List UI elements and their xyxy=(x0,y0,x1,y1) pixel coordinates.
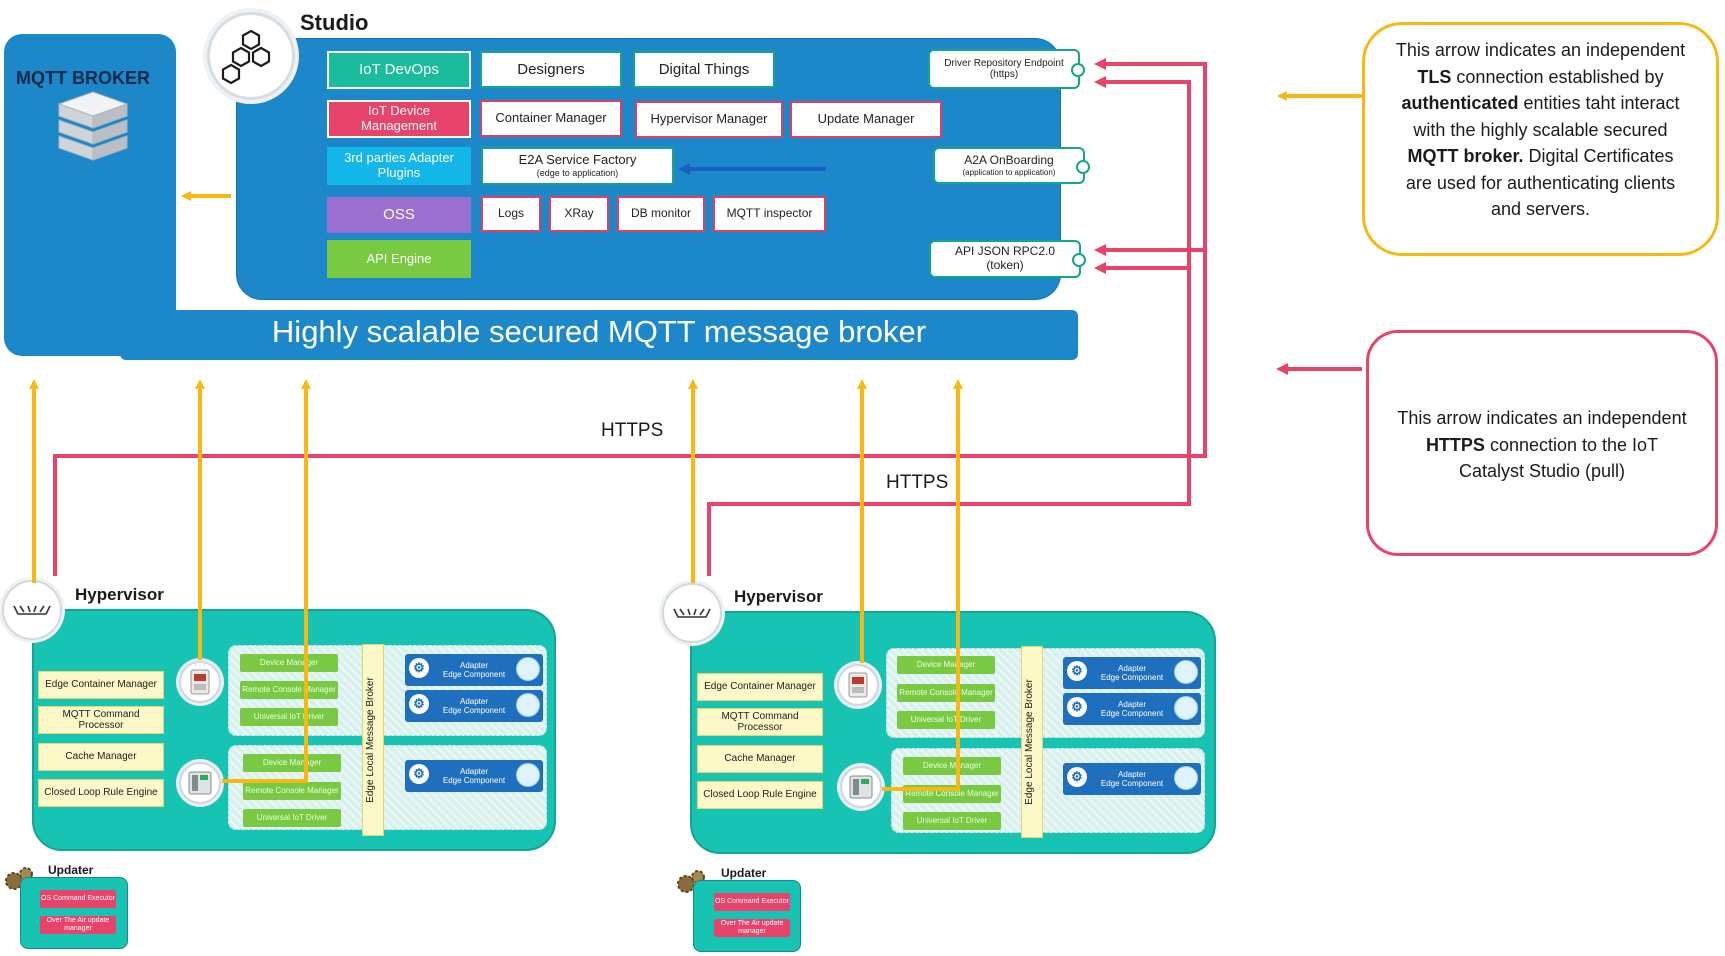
ota-update-manager[interactable]: Over The Air update manager xyxy=(40,916,116,934)
edge-local-message-broker-label: Edge Local Message Broker xyxy=(365,677,376,803)
e2a-subtitle: (edge to application) xyxy=(536,168,619,179)
mqtt-inspector-module[interactable]: MQTT inspector xyxy=(713,196,826,232)
https-legend-box: This arrow indicates an independent HTTP… xyxy=(1366,330,1718,556)
edge-local-message-broker[interactable] xyxy=(1021,646,1043,838)
device-manager[interactable]: Device Manager xyxy=(240,654,338,672)
closed-loop-rule-engine[interactable]: Closed Loop Rule Engine xyxy=(697,781,823,809)
universal-iot-driver[interactable]: Universal IoT Driver xyxy=(243,809,341,827)
universal-iot-driver[interactable]: Universal IoT Driver xyxy=(240,708,338,726)
universal-iot-driver[interactable]: Universal IoT Driver xyxy=(903,812,1001,830)
https-label: HTTPS xyxy=(601,420,664,441)
cog-icon: ⚙ xyxy=(1067,661,1087,681)
driver-repo-sub: (https) xyxy=(989,69,1019,80)
updater-panel xyxy=(20,877,128,949)
driver-repo-title: Driver Repository Endpoint xyxy=(944,57,1064,69)
container-manager-module[interactable]: Container Manager xyxy=(480,100,622,137)
api-json-sub: (token) xyxy=(986,258,1024,272)
remote-console-manager[interactable]: Remote Console Manager xyxy=(240,681,338,699)
a2a-title: A2A OnBoarding xyxy=(964,153,1054,167)
mqtt-command-processor[interactable]: MQTT Command Processor xyxy=(38,706,164,734)
driver-repository-endpoint[interactable]: Driver Repository Endpoint (https) xyxy=(928,49,1085,89)
remote-console-manager[interactable]: Remote Console Manager xyxy=(897,684,995,702)
cog-icon: ⚙ xyxy=(409,694,429,714)
studio-logo-icon xyxy=(207,12,295,100)
mqtt-broker-title: MQTT BROKER xyxy=(16,68,150,88)
closed-loop-rule-engine[interactable]: Closed Loop Rule Engine xyxy=(38,779,164,807)
cloud-icon xyxy=(1174,660,1198,684)
edge-container-manager[interactable]: Edge Container Manager xyxy=(697,673,823,701)
iot-devops-module[interactable]: IoT DevOps xyxy=(327,51,471,89)
api-json-rpc-endpoint[interactable]: API JSON RPC2.0 (token) xyxy=(929,240,1086,278)
connector-dot-icon xyxy=(1071,63,1085,77)
device-manager[interactable]: Device Manager xyxy=(903,757,1001,775)
cog-icon: ⚙ xyxy=(409,764,429,784)
studio-title: Studio xyxy=(300,10,369,35)
ota-update-manager[interactable]: Over The Air update manager xyxy=(714,919,790,937)
oss-module[interactable]: OSS xyxy=(327,197,471,233)
cog-icon: ⚙ xyxy=(409,658,429,678)
digital-things-module[interactable]: Digital Things xyxy=(633,51,775,88)
device-manager[interactable]: Device Manager xyxy=(243,754,341,772)
api-engine-module[interactable]: API Engine xyxy=(327,240,471,278)
hypervisor-title: Hypervisor xyxy=(734,587,823,606)
device-manager[interactable]: Device Manager xyxy=(897,656,995,674)
tls-legend-box: This arrow indicates an independent TLS … xyxy=(1362,22,1719,256)
a2a-onboarding-endpoint[interactable]: A2A OnBoarding (application to applicati… xyxy=(933,147,1090,184)
cache-manager[interactable]: Cache Manager xyxy=(697,745,823,773)
cloud-icon xyxy=(1174,766,1198,790)
updater-title: Updater xyxy=(48,863,94,877)
device-plc-icon xyxy=(179,762,221,804)
remote-console-manager[interactable]: Remote Console Manager xyxy=(903,785,1001,803)
hypervisor-title: Hypervisor xyxy=(75,585,164,604)
universal-iot-driver[interactable]: Universal IoT Driver xyxy=(897,711,995,729)
edge-local-message-broker-label: Edge Local Message Broker xyxy=(1024,679,1035,805)
update-manager-module[interactable]: Update Manager xyxy=(790,101,942,138)
e2a-service-factory-module[interactable]: E2A Service Factory (edge to application… xyxy=(481,147,674,185)
hypervisor-logo-icon xyxy=(662,583,722,643)
device-meter-icon xyxy=(179,661,221,703)
cloud-icon xyxy=(516,657,540,681)
connector-dot-icon xyxy=(1072,253,1086,267)
os-command-executor[interactable]: OS Command Executor xyxy=(714,893,790,911)
iot-device-management-module[interactable]: IoT Device Management xyxy=(327,100,471,138)
hypervisor-logo-icon xyxy=(2,580,62,640)
broker-banner-text: Highly scalable secured MQTT message bro… xyxy=(271,314,927,349)
db-monitor-module[interactable]: DB monitor xyxy=(617,196,705,232)
hypervisor-manager-module[interactable]: Hypervisor Manager xyxy=(635,101,783,138)
e2a-title: E2A Service Factory xyxy=(518,152,637,168)
updater-title: Updater xyxy=(721,866,767,880)
updater-panel xyxy=(693,880,801,952)
cloud-icon xyxy=(516,693,540,717)
os-command-executor[interactable]: OS Command Executor xyxy=(40,890,116,908)
device-meter-icon xyxy=(837,664,879,706)
cloud-icon xyxy=(516,763,540,787)
connector-dot-icon xyxy=(1076,159,1090,174)
mqtt-command-processor[interactable]: MQTT Command Processor xyxy=(697,708,823,736)
cog-icon: ⚙ xyxy=(1067,767,1087,787)
https-label: HTTPS xyxy=(886,472,949,493)
api-json-title: API JSON RPC2.0 xyxy=(954,244,1056,259)
cog-icon: ⚙ xyxy=(1067,697,1087,717)
xray-module[interactable]: XRay xyxy=(549,196,609,232)
adapter-plugins-module[interactable]: 3rd parties Adapter Plugins xyxy=(327,147,471,185)
designers-module[interactable]: Designers xyxy=(480,51,622,88)
logs-module[interactable]: Logs xyxy=(481,196,541,232)
device-plc-icon xyxy=(840,766,882,808)
server-icon xyxy=(57,91,129,161)
edge-container-manager[interactable]: Edge Container Manager xyxy=(38,671,164,699)
a2a-sub: (application to application) xyxy=(962,167,1056,177)
cloud-icon xyxy=(1174,696,1198,720)
edge-local-message-broker[interactable] xyxy=(362,644,384,836)
remote-console-manager[interactable]: Remote Console Manager xyxy=(243,782,341,800)
cache-manager[interactable]: Cache Manager xyxy=(38,743,164,771)
